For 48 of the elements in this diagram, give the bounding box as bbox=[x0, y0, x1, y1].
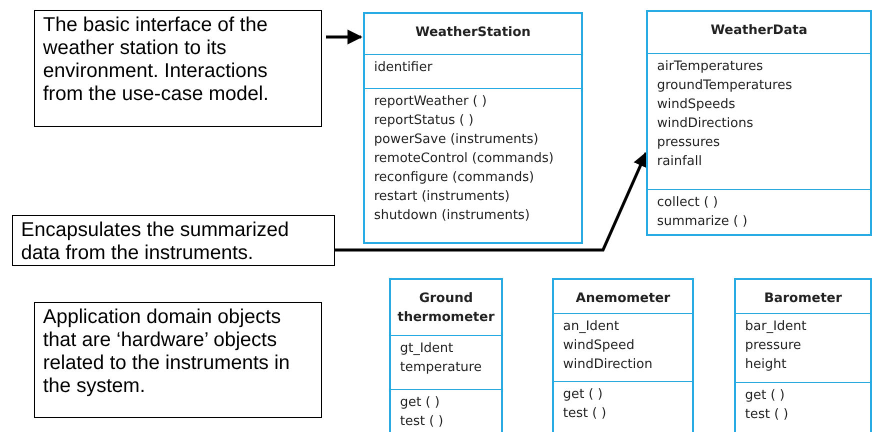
operation-text: shutdown (instruments) bbox=[374, 207, 531, 225]
operation-text: restart (instruments) bbox=[374, 188, 511, 206]
arrow bbox=[326, 30, 362, 44]
attribute-text: bar_Ident bbox=[745, 318, 808, 336]
attribute-text: windDirection bbox=[563, 356, 654, 374]
attribute-text: identifier bbox=[374, 59, 434, 77]
attribute-text: airTemperatures bbox=[657, 58, 764, 76]
class-box bbox=[363, 12, 583, 244]
attribute-text: rainfall bbox=[657, 153, 703, 171]
operation-text: test ( ) bbox=[745, 406, 790, 424]
operation-text: get ( ) bbox=[563, 386, 604, 404]
attribute-text: an_Ident bbox=[563, 318, 620, 336]
note-box bbox=[34, 302, 322, 418]
class-name: WeatherData bbox=[710, 22, 808, 40]
class-box bbox=[389, 278, 503, 432]
operation-text: remoteControl (commands) bbox=[374, 150, 555, 168]
attribute-text: gt_Ident bbox=[400, 340, 454, 358]
attribute-text: groundTemperatures bbox=[657, 77, 794, 95]
attribute-text: pressure bbox=[745, 337, 802, 355]
operation-text: summarize ( ) bbox=[657, 213, 748, 231]
class-box bbox=[646, 10, 872, 236]
operation-text: test ( ) bbox=[400, 413, 444, 431]
operation-text: reconfigure (commands) bbox=[374, 169, 536, 187]
arrow bbox=[335, 152, 648, 252]
attribute-text: temperature bbox=[400, 359, 483, 377]
class-name: Barometer bbox=[763, 290, 843, 308]
attribute-text: windSpeed bbox=[563, 337, 636, 355]
operation-text: collect ( ) bbox=[657, 194, 719, 212]
class-box bbox=[552, 278, 694, 432]
note-box bbox=[34, 10, 322, 127]
operation-text: reportWeather ( ) bbox=[374, 93, 488, 111]
attribute-text: pressures bbox=[657, 134, 721, 152]
note-box bbox=[12, 215, 335, 266]
note-text: Application domain objects that are ‘hardware’ objects related to the instruments in the system. bbox=[43, 306, 290, 397]
operation-text: get ( ) bbox=[745, 387, 786, 405]
class-box bbox=[734, 278, 872, 432]
note-text: Encapsulates the summarized data from the instruments. bbox=[21, 219, 289, 264]
class-name: Ground thermometer bbox=[396, 290, 496, 327]
class-name: WeatherStation bbox=[414, 24, 532, 42]
operation-text: test ( ) bbox=[563, 405, 608, 423]
operation-text: reportStatus ( ) bbox=[374, 112, 475, 130]
operation-text: get ( ) bbox=[400, 394, 441, 412]
operation-text: powerSave (instruments) bbox=[374, 131, 540, 149]
attribute-text: height bbox=[745, 356, 788, 374]
attribute-text: windSpeeds bbox=[657, 96, 736, 114]
note-text: The basic interface of the weather station to its environment. Interactions from the use-case model. bbox=[43, 14, 269, 105]
attribute-text: windDirections bbox=[657, 115, 754, 133]
class-name: Anemometer bbox=[574, 290, 672, 308]
